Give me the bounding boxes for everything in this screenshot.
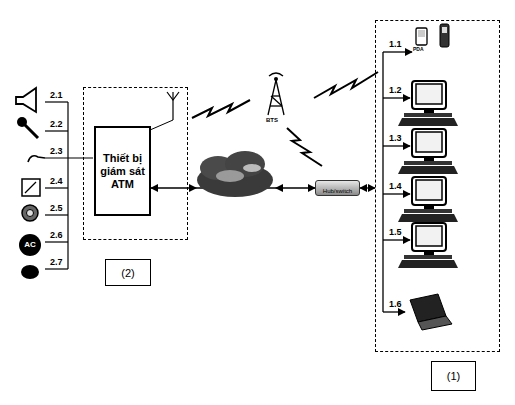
dashed-group-box: (2)Thiết bị giám sát ATM	[83, 87, 188, 240]
computer-icon	[398, 177, 458, 222]
antenna	[167, 92, 179, 100]
bts-label: BTS	[266, 117, 278, 123]
tower-signal	[269, 73, 283, 76]
wire	[67, 102, 68, 269]
callout-number: 2.3	[50, 147, 63, 156]
callout-number: 2.7	[50, 258, 63, 267]
tower-leg	[276, 80, 284, 115]
callout-number: 2.4	[50, 177, 63, 186]
bus-arrow	[383, 51, 412, 52]
bus-arrow	[383, 193, 410, 194]
bus-arrow	[383, 97, 410, 98]
connector-arrow	[360, 187, 375, 188]
callout-number: 2.1	[50, 91, 63, 100]
sensor-icon	[21, 265, 39, 279]
gauge-icon	[25, 182, 36, 193]
cloud-highlight	[243, 164, 261, 172]
bus-arrow	[383, 145, 410, 146]
cloud-highlight	[216, 170, 244, 182]
wireless-link	[314, 72, 378, 98]
group-number: (1)	[431, 361, 476, 391]
wire	[45, 214, 68, 215]
wireless-link	[287, 128, 322, 166]
tower-bar	[270, 105, 282, 106]
pda-icon	[416, 28, 427, 45]
bus-arrow	[383, 239, 410, 240]
hub-label: Hub/switch	[323, 188, 352, 194]
network-cloud	[197, 151, 273, 197]
tower-bar	[272, 95, 280, 96]
wire	[45, 187, 68, 188]
microphone-icon	[25, 125, 38, 138]
sensor-icon	[22, 205, 38, 221]
arrow-head	[189, 184, 197, 192]
wire	[45, 101, 68, 102]
bts-tower	[268, 73, 284, 115]
callout-number: 1.1	[389, 40, 402, 49]
ac-icon	[19, 234, 41, 256]
phone-screen	[442, 27, 447, 33]
callout-number: 2.6	[50, 231, 63, 240]
callout-number: 1.3	[389, 134, 402, 143]
microphone-icon	[17, 117, 27, 127]
speaker-icon	[16, 88, 36, 112]
ac-symbol-text: AC	[20, 241, 40, 249]
bus-line	[382, 52, 383, 312]
arrow-head	[275, 184, 283, 192]
wire	[45, 241, 68, 242]
tower-top	[274, 77, 278, 81]
computer-icon	[398, 129, 458, 174]
wireless-link	[192, 100, 250, 118]
laptop-icon	[418, 316, 452, 330]
callout-number: 1.4	[389, 182, 402, 191]
device-name: Thiết bị giám sát ATM	[99, 152, 146, 191]
wire	[45, 130, 68, 131]
callout-number: 1.2	[389, 86, 402, 95]
tower-bar	[271, 96, 282, 106]
wire	[45, 157, 93, 158]
bus-arrow	[383, 311, 405, 312]
antenna	[150, 120, 173, 130]
phone-icon	[440, 24, 449, 47]
callout-number: 2.2	[50, 120, 63, 129]
sensor-wires	[45, 102, 93, 269]
wire-sensor-icon	[28, 156, 45, 162]
sensor-icon	[27, 210, 34, 217]
group-number: (2)	[105, 259, 151, 286]
process-box: Thiết bị giám sát ATM	[94, 126, 151, 216]
hub-switch-box: Hub/switch	[315, 180, 360, 196]
callout-number: 1.5	[389, 228, 402, 237]
antenna	[172, 92, 173, 120]
callout-number: 2.5	[50, 204, 63, 213]
pda-label: PDA	[413, 47, 424, 52]
wire	[45, 268, 68, 269]
computer-icon	[398, 223, 458, 268]
gauge-icon	[22, 179, 40, 196]
pda-screen	[418, 30, 425, 37]
callout-number: 1.6	[389, 300, 402, 309]
computer-icon	[398, 81, 458, 126]
